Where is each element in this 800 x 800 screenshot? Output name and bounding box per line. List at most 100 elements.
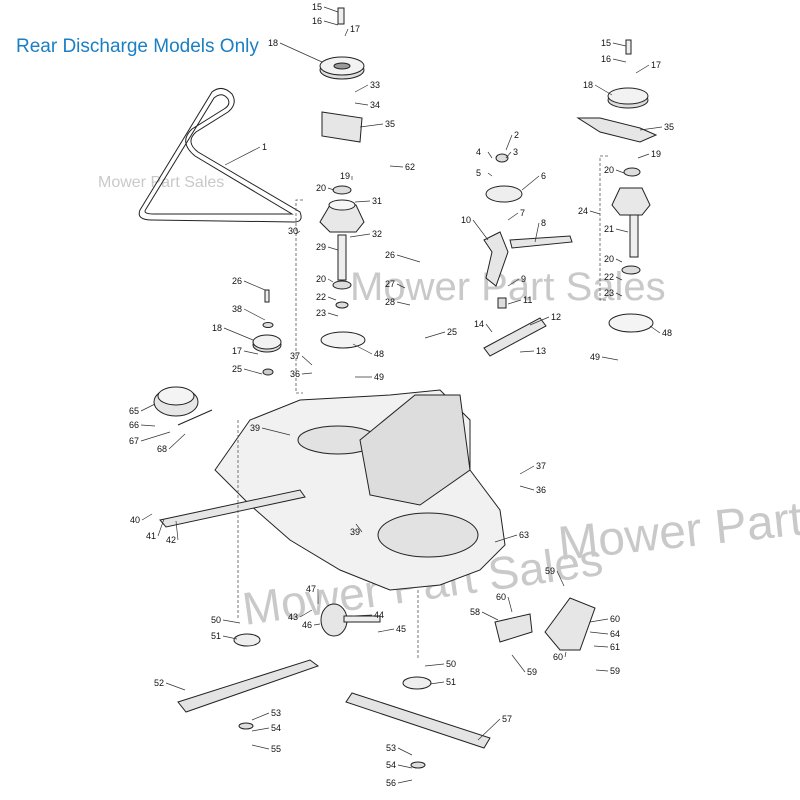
callout-leader <box>424 331 446 339</box>
callout-leader <box>141 513 153 521</box>
callout-number: 20 <box>604 254 614 264</box>
callout-number: 59 <box>610 666 620 676</box>
callout-number: 13 <box>536 346 546 356</box>
callout-number: 16 <box>601 54 611 64</box>
callout-18: 18 <box>268 38 323 63</box>
callout-51: 51 <box>211 631 238 641</box>
callout-leader <box>564 651 567 658</box>
callout-24: 24 <box>578 206 601 216</box>
callout-number: 41 <box>146 531 156 541</box>
callout-17: 17 <box>344 24 360 37</box>
callout-number: 18 <box>268 38 278 48</box>
callout-number: 26 <box>385 250 395 260</box>
callout-51: 51 <box>429 677 456 687</box>
callout-59: 59 <box>511 654 537 677</box>
callout-number: 15 <box>601 38 611 48</box>
callout-22: 22 <box>316 292 337 302</box>
callout-leader <box>251 712 270 721</box>
callout-leader <box>222 619 241 624</box>
callout-31: 31 <box>354 196 382 206</box>
callout-37: 37 <box>519 461 546 475</box>
callout-number: 17 <box>232 346 242 356</box>
callout-number: 28 <box>385 297 395 307</box>
callout-number: 54 <box>271 723 281 733</box>
callout-48: 48 <box>649 325 672 338</box>
callout-number: 22 <box>316 292 326 302</box>
callout-number: 49 <box>374 372 384 382</box>
callout-11: 11 <box>507 295 532 305</box>
callout-number: 60 <box>553 652 563 662</box>
callout-leader <box>472 219 489 241</box>
callout-16: 16 <box>312 16 339 26</box>
callout-leader <box>494 534 518 543</box>
callout-number: 8 <box>541 218 546 228</box>
callout-20: 20 <box>316 274 334 284</box>
callout-leader <box>487 151 493 159</box>
callout-7: 7 <box>507 208 525 221</box>
callout-number: 29 <box>316 242 326 252</box>
callout-leader <box>519 465 535 475</box>
watermark-1: Mower Part Sales <box>98 174 224 191</box>
callout-50: 50 <box>211 615 241 625</box>
callout-leader <box>505 134 513 151</box>
callout-leader <box>327 278 334 283</box>
callout-leader <box>397 779 413 784</box>
callout-leader <box>261 427 291 436</box>
callout-number: 44 <box>374 610 384 620</box>
callout-leader <box>165 682 186 691</box>
callout-number: 20 <box>316 183 326 193</box>
callout-leader <box>279 42 323 63</box>
callout-leader <box>481 611 499 621</box>
callout-leader <box>615 228 629 233</box>
callout-60: 60 <box>553 651 567 662</box>
callout-12: 12 <box>529 312 561 326</box>
callout-leader <box>589 618 609 623</box>
callout-leader <box>556 570 565 587</box>
callout-57: 57 <box>477 714 512 741</box>
callout-59: 59 <box>545 566 565 587</box>
callout-64: 64 <box>589 629 620 639</box>
callout-number: 64 <box>610 629 620 639</box>
callout-number: 36 <box>290 369 300 379</box>
callout-21: 21 <box>604 224 629 234</box>
callout-number: 9 <box>521 274 526 284</box>
callout-number: 37 <box>290 351 300 361</box>
mower-deck <box>153 386 506 591</box>
callout-number: 59 <box>545 566 555 576</box>
callout-3: 3 <box>505 147 518 159</box>
callout-number: 7 <box>520 208 525 218</box>
callout-25: 25 <box>232 364 263 375</box>
callout-20: 20 <box>316 183 335 193</box>
callout-leader <box>243 280 266 291</box>
watermark-4: Mower Part Sales <box>556 479 800 571</box>
callout-leader <box>397 764 413 769</box>
callout-65: 65 <box>129 403 156 416</box>
callout-leader <box>529 316 550 326</box>
callout-leader <box>349 233 371 238</box>
callout-number: 65 <box>129 406 139 416</box>
callout-9: 9 <box>507 274 526 287</box>
callout-23: 23 <box>316 308 339 318</box>
callout-number: 1 <box>262 142 267 152</box>
callout-number: 43 <box>288 612 298 622</box>
callout-27: 27 <box>385 279 406 289</box>
callout-leader <box>251 744 270 750</box>
callout-number: 54 <box>386 760 396 770</box>
callout-leader <box>485 323 493 333</box>
callout-leader <box>521 175 540 191</box>
callout-leader <box>327 246 339 251</box>
callout-17: 17 <box>232 346 259 356</box>
callout-number: 61 <box>610 642 620 652</box>
callout-34: 34 <box>354 100 380 110</box>
callout-28: 28 <box>385 297 411 307</box>
callout-number: 62 <box>405 162 415 172</box>
callout-number: 36 <box>536 485 546 495</box>
callout-number: 42 <box>166 535 176 545</box>
callout-leader <box>477 718 501 741</box>
callout-leader <box>595 669 609 672</box>
callout-number: 4 <box>476 147 481 157</box>
callout-leader <box>222 635 238 640</box>
callout-number: 21 <box>604 224 614 234</box>
callout-35: 35 <box>639 122 674 132</box>
tension-arm-assembly <box>483 153 573 357</box>
